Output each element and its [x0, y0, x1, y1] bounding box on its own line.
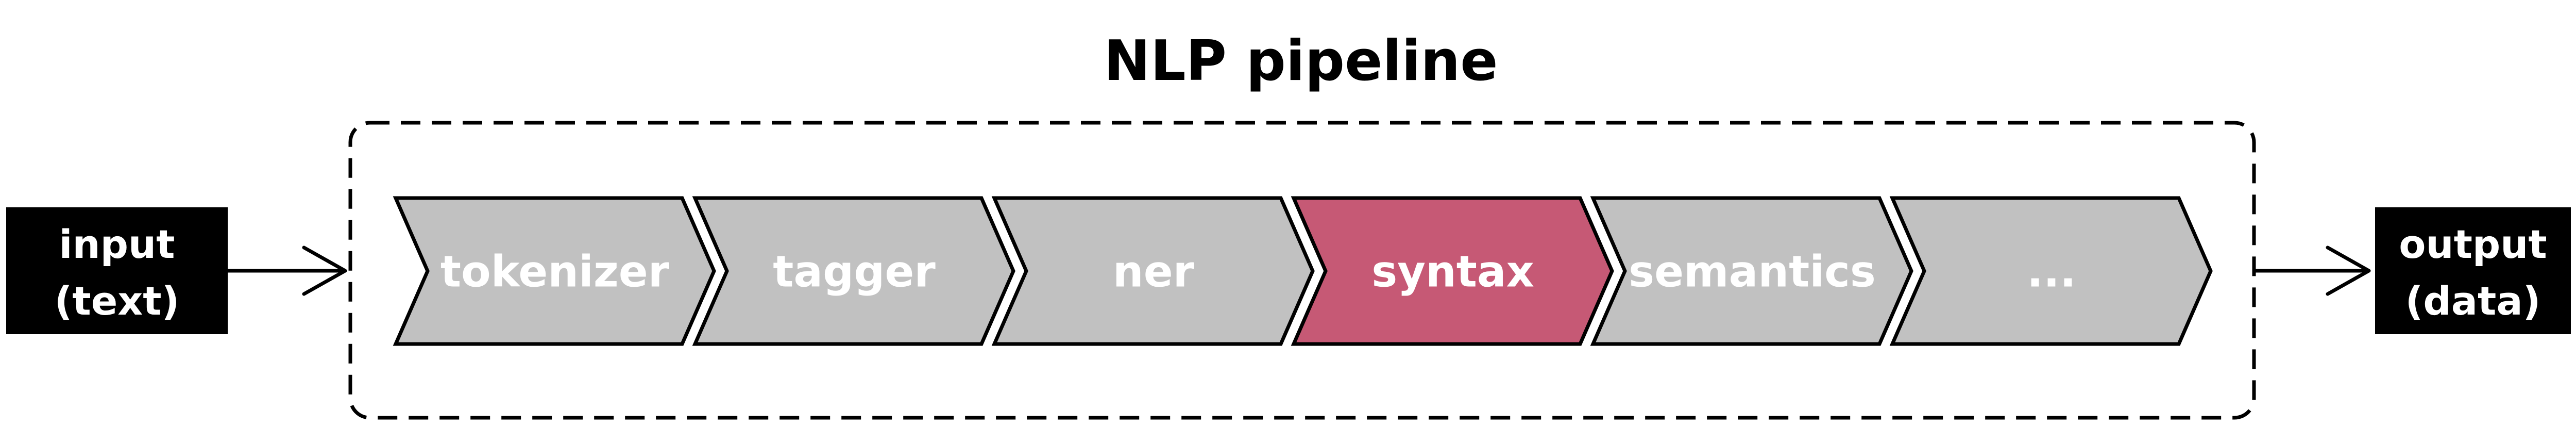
stage-tagger-chevron	[692, 196, 1015, 346]
stage-syntax-label: syntax	[1371, 247, 1534, 297]
input-arrow	[228, 245, 347, 296]
stage-tokenizer-label: tokenizer	[440, 247, 670, 297]
input-label-line2: (text)	[55, 278, 180, 324]
input-box: input (text)	[6, 207, 228, 334]
stage-semantics: semantics	[1590, 196, 1913, 346]
stage-more-chevron	[1889, 196, 2213, 346]
output-label-line1: output	[2399, 221, 2547, 267]
output-box-bg	[2375, 207, 2571, 334]
stage-tokenizer: tokenizer	[393, 196, 716, 346]
stage-ner-label: ner	[1113, 247, 1195, 297]
stage-semantics-label: semantics	[1629, 247, 1876, 297]
stage-ner-chevron	[991, 196, 1315, 346]
stage-more-label: ...	[2027, 247, 2076, 297]
output-label-line2: (data)	[2405, 278, 2541, 324]
stage-more: ...	[1889, 196, 2213, 346]
stage-semantics-chevron	[1590, 196, 1913, 346]
stage-ner: ner	[991, 196, 1315, 346]
input-box-bg	[6, 207, 228, 334]
output-box: output (data)	[2375, 207, 2571, 334]
diagram-title: NLP pipeline	[1104, 29, 1498, 93]
stage-syntax: syntax	[1291, 196, 1614, 346]
output-arrow	[2254, 245, 2371, 296]
stage-tokenizer-chevron	[393, 196, 716, 346]
stage-tagger-label: tagger	[773, 247, 936, 297]
input-label-line1: input	[59, 221, 175, 267]
stage-tagger: tagger	[692, 196, 1015, 346]
stage-syntax-chevron	[1291, 196, 1614, 346]
